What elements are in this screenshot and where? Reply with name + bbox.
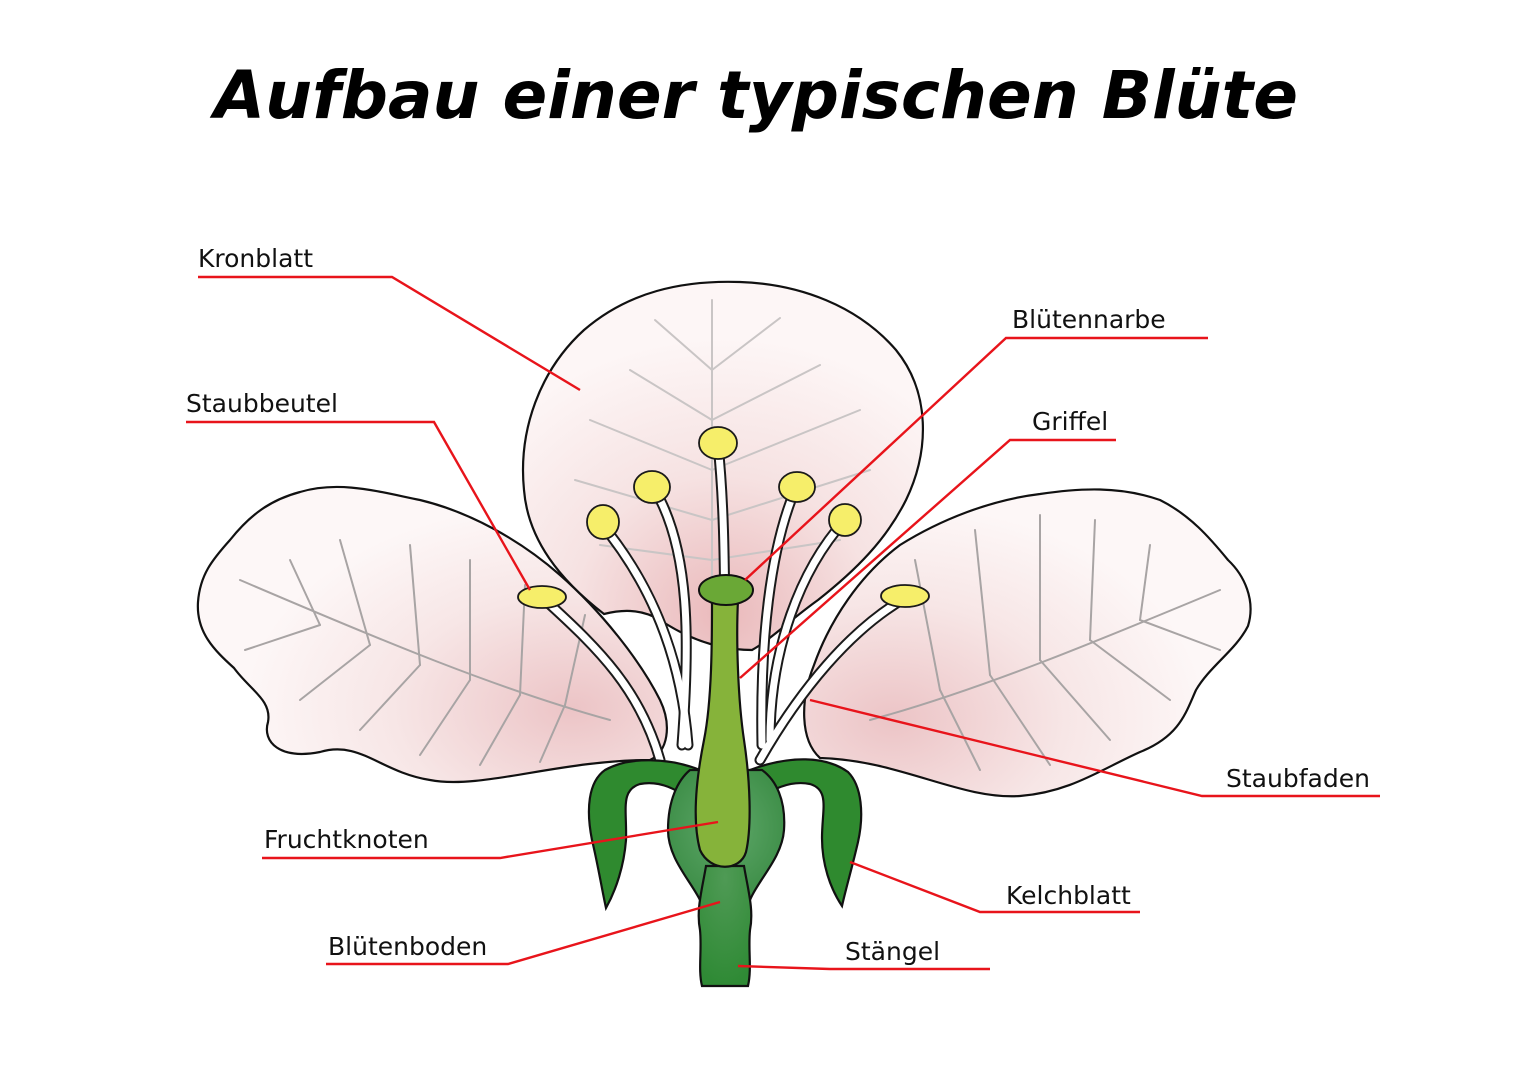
label-bluetenboden: Blütenboden	[328, 932, 487, 961]
stigma	[698, 574, 754, 606]
leader-bluetennarbe	[744, 336, 1208, 581]
label-griffel: Griffel	[1032, 407, 1108, 436]
leader-staengel	[737, 964, 990, 971]
sepal-left	[587, 759, 702, 912]
leader-kelchblatt	[849, 860, 1140, 914]
label-bluetennarbe: Blütennarbe	[1012, 305, 1166, 334]
sepals-and-stem	[587, 574, 863, 988]
leader-kronblatt	[198, 275, 581, 392]
diagram-title: Aufbau einer typischen Blüte	[209, 57, 1298, 134]
ovary-and-style	[694, 598, 751, 868]
leader-staubbeutel	[186, 420, 532, 591]
label-kronblatt: Kronblatt	[198, 244, 313, 273]
leader-griffel	[739, 438, 1116, 679]
leader-staubfaden	[809, 698, 1380, 798]
anther-7	[880, 584, 930, 608]
stamens	[517, 426, 930, 766]
labels: Kronblatt Staubbeutel Blütennarbe Griffe…	[186, 244, 1370, 966]
label-staubfaden: Staubfaden	[1226, 764, 1370, 793]
anther-4	[698, 426, 738, 460]
anther-5	[778, 471, 816, 503]
anther-6	[828, 503, 862, 537]
label-staengel: Stängel	[845, 937, 940, 966]
anther-3	[633, 470, 671, 504]
label-staubbeutel: Staubbeutel	[186, 389, 338, 418]
leader-bluetenboden	[326, 900, 721, 966]
leader-lines	[186, 275, 1380, 971]
label-kelchblatt: Kelchblatt	[1006, 881, 1131, 910]
sepal-right	[748, 758, 863, 909]
leader-fruchtknoten	[262, 820, 719, 860]
anther-1	[517, 585, 567, 609]
label-fruchtknoten: Fruchtknoten	[264, 825, 429, 854]
anther-2	[586, 504, 620, 540]
stem	[697, 864, 753, 988]
